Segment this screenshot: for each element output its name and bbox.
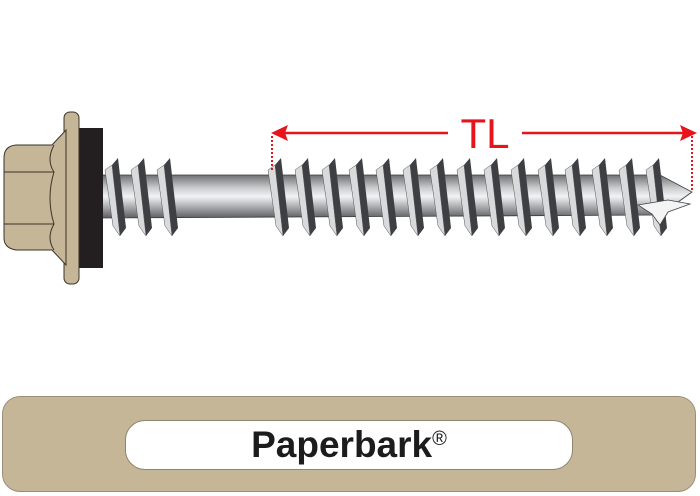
thread-flank: [618, 164, 635, 237]
thread-flank: [483, 164, 500, 237]
washer: [78, 128, 103, 268]
thread-crest: [302, 158, 316, 236]
thread-crest: [599, 158, 613, 236]
screw-illustration: TL: [3, 110, 697, 285]
thread-crest: [437, 158, 451, 236]
thread-crest: [410, 158, 424, 236]
thread-crest: [464, 158, 478, 236]
colour-name-label: Paperbark®: [125, 420, 573, 470]
thread-flank: [429, 164, 446, 237]
thread-crest: [164, 158, 178, 236]
tl-dimension: TL: [271, 110, 697, 192]
thread-crest: [356, 158, 370, 236]
thread-flank: [321, 164, 338, 237]
arrow-right-icon: [680, 125, 697, 141]
thread-crest: [572, 158, 586, 236]
thread-crest: [275, 158, 289, 236]
thread-flank: [294, 164, 311, 237]
thread-crest: [329, 158, 343, 236]
thread-flank: [267, 164, 284, 237]
hex-head: [3, 128, 67, 267]
screw-threads: [104, 158, 667, 237]
thread-flank: [375, 164, 392, 237]
thread-crest: [383, 158, 397, 236]
thread-flank: [156, 164, 173, 237]
thread-crest: [518, 158, 532, 236]
arrow-left-icon: [271, 125, 288, 141]
drill-tip: [636, 199, 692, 226]
thread-crest: [491, 158, 505, 236]
thread-flank: [130, 164, 147, 237]
registered-trademark: ®: [432, 427, 447, 450]
colour-name: Paperbark: [251, 424, 433, 465]
thread-crest: [112, 158, 126, 236]
thread-flank: [402, 164, 419, 237]
thread-flank: [348, 164, 365, 237]
thread-crest: [138, 158, 152, 236]
tl-label: TL: [460, 110, 509, 157]
thread-flank: [591, 164, 608, 237]
thread-crest: [545, 158, 559, 236]
thread-flank: [564, 164, 581, 237]
thread-flank: [537, 164, 554, 237]
thread-flank: [456, 164, 473, 237]
thread-flank: [510, 164, 527, 237]
thread-crest: [626, 158, 640, 236]
thread-flank: [104, 164, 121, 237]
